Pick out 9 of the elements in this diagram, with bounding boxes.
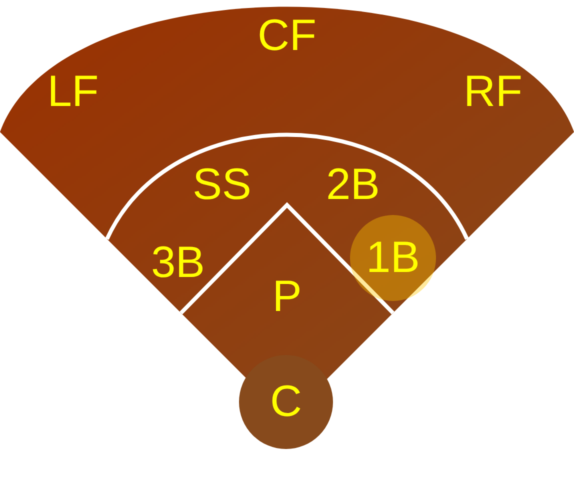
position-label: 1B [366,236,420,280]
position-label: SS [192,163,252,207]
position-label: C [270,380,302,424]
position-label: RF [464,70,522,114]
position-label: 2B [326,163,380,207]
position-label: P [272,275,302,319]
position-label: LF [47,70,99,114]
position-label: CF [258,14,316,58]
position-label: 3B [151,241,205,285]
